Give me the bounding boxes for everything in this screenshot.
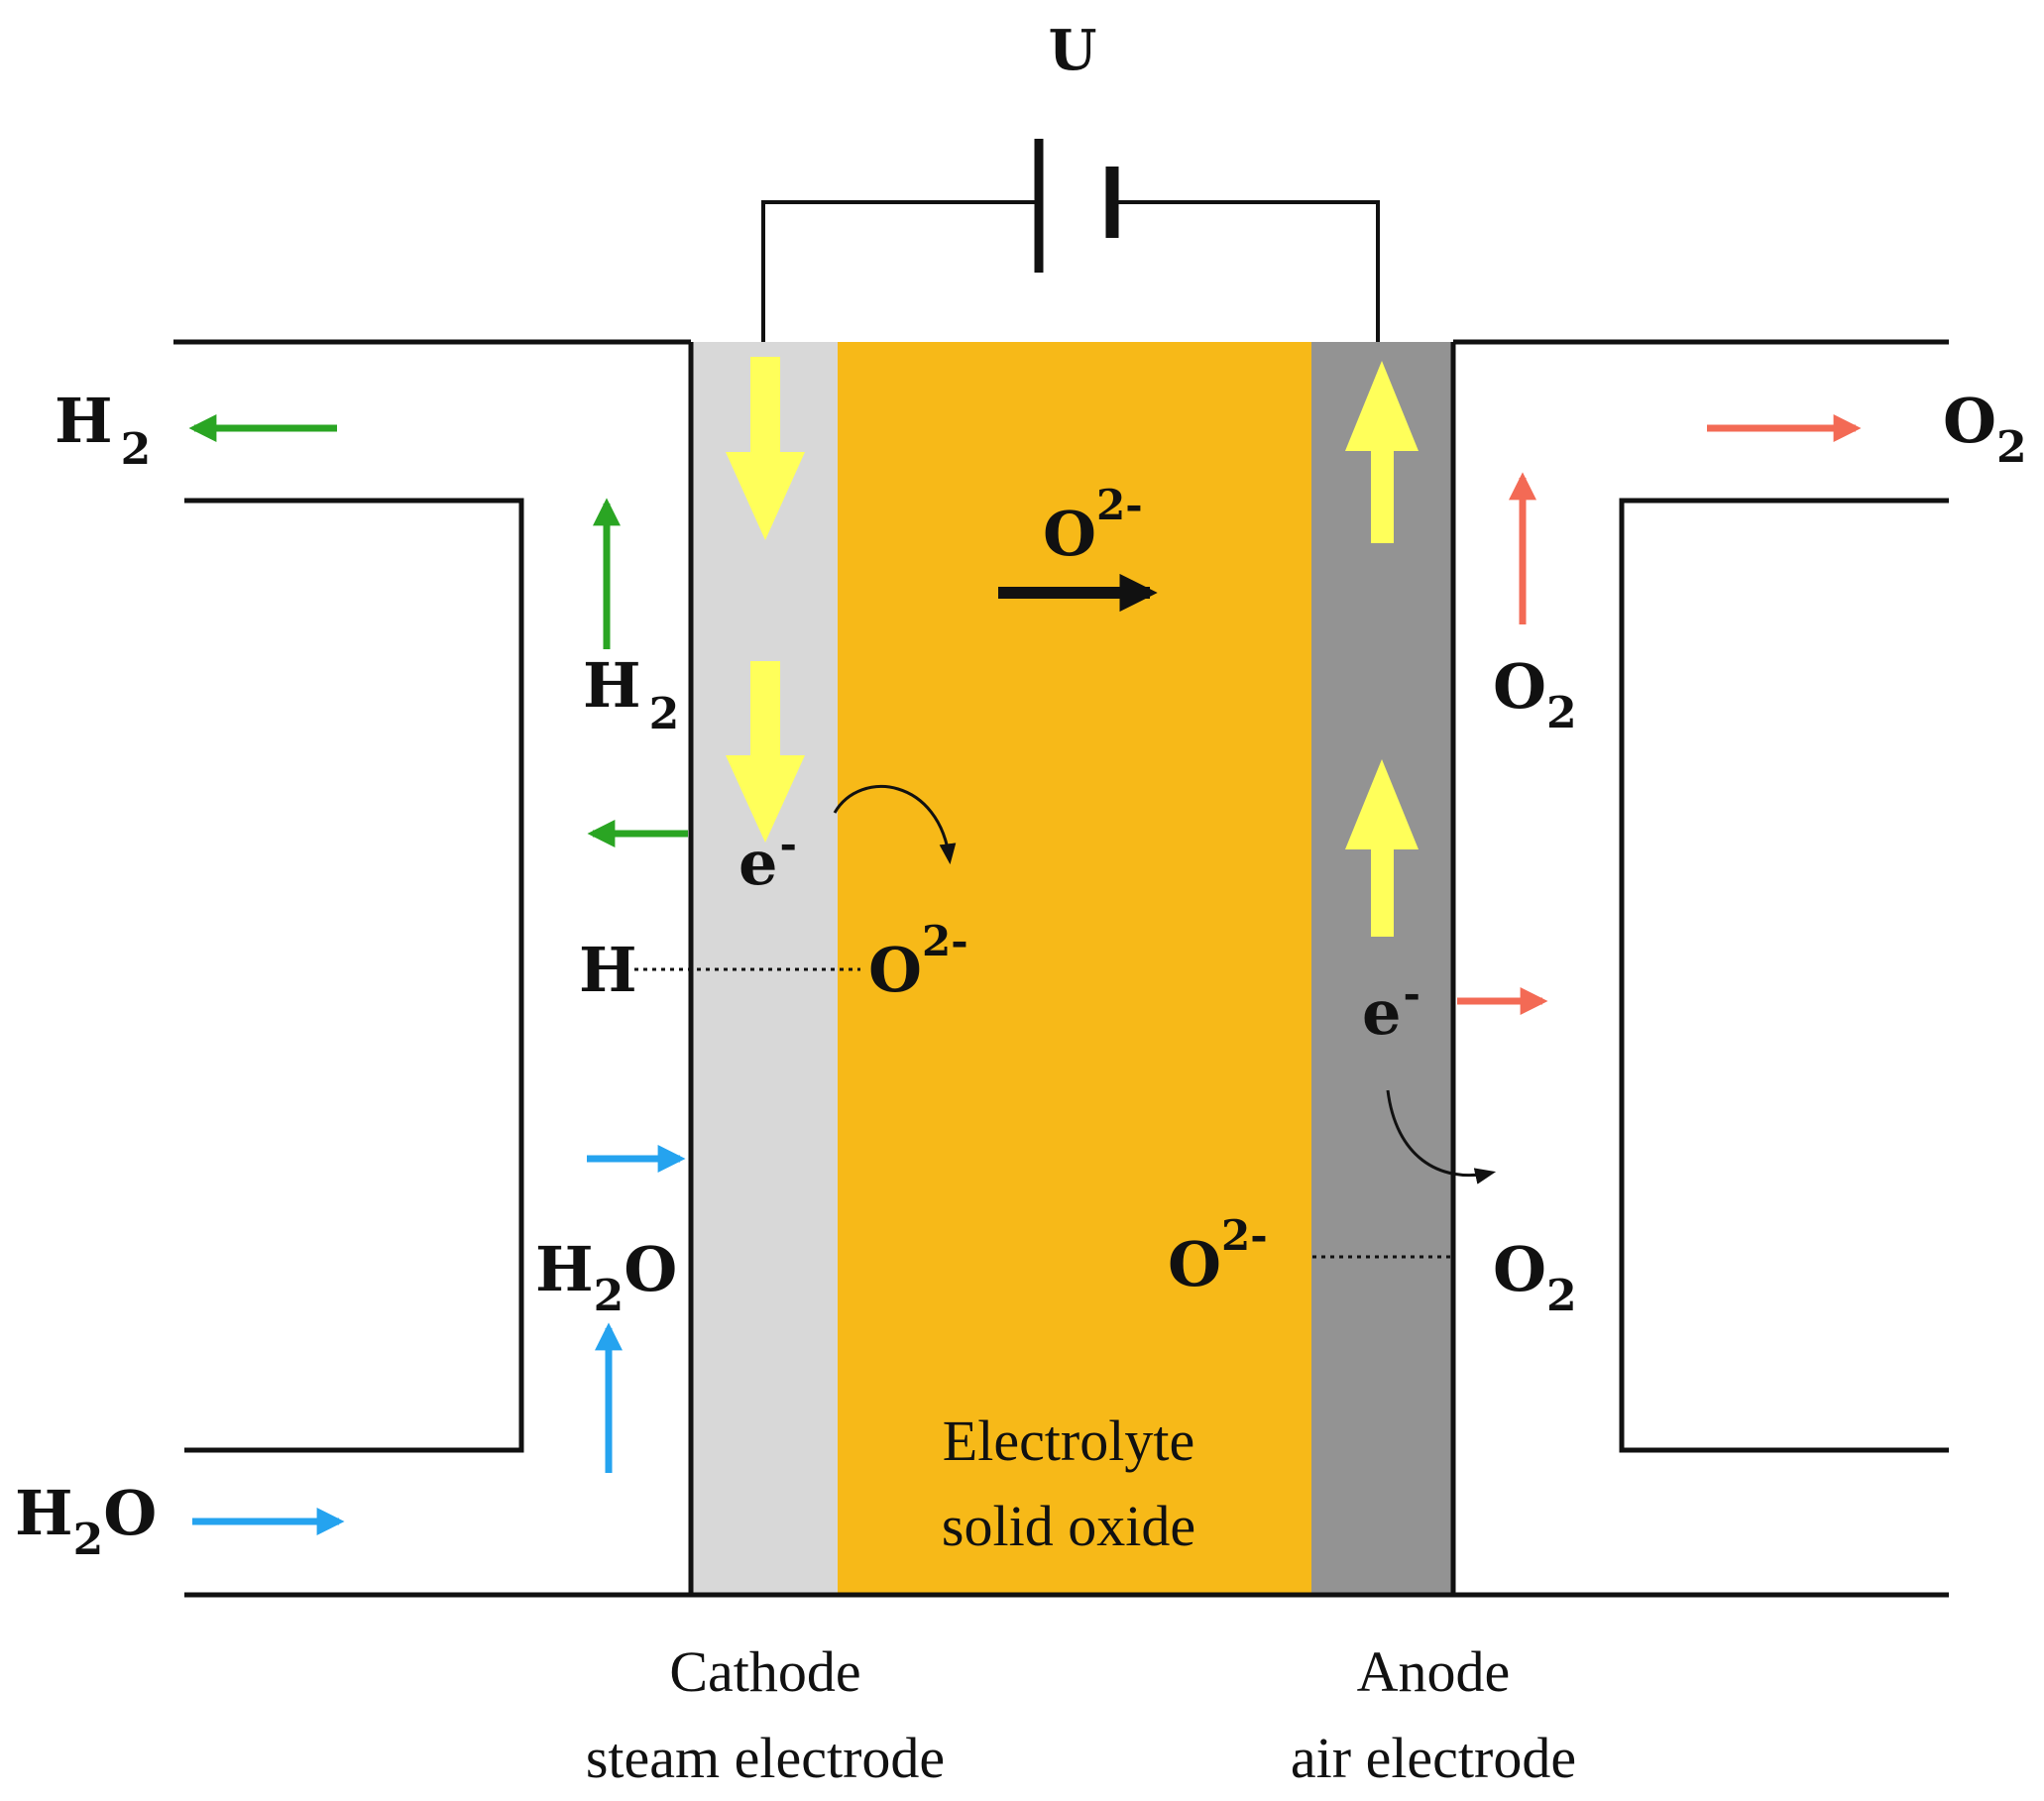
voltage-source [761,139,1380,342]
h2o-inlet-label: H2O [15,1477,157,1565]
electron-down-arrow-upper [726,357,805,540]
electron-up-arrow-upper [1345,361,1419,543]
ion-anode-label: O2- [1168,1211,1268,1300]
cathode-label-line1: Cathode [669,1639,860,1704]
ion-transport-label: O2- [1043,481,1143,570]
electrolyte-label-line2: solid oxide [942,1494,1195,1558]
o2-outlet-label: O2 [1943,385,2027,473]
voltage-label: U [1049,18,1097,83]
h-atom-label: H [579,934,637,1006]
electrolyte-label-line1: Electrolyte [943,1408,1194,1473]
electron-down-arrow-lower [726,661,805,843]
o2-low-label: O2 [1493,1233,1577,1321]
electron-cathode-label: e- [738,820,797,899]
electron-flow-arrows [726,357,1419,937]
cell-housing [173,339,1949,1598]
electron-anode-label: e- [1362,969,1420,1049]
anode-label-line2: air electrode [1291,1726,1576,1790]
ion-cathode-label: O2- [868,917,968,1006]
electron-up-arrow-lower [1345,759,1419,937]
anode-layer [1311,342,1453,1595]
cathode-reaction-curve-arrow [833,785,957,865]
h2o-side-label: H2O [535,1233,677,1321]
electrolyte-layer [838,342,1311,1595]
anode-reaction-curve-arrow [1386,1089,1497,1184]
o2-rising-label: O2 [1493,650,1577,738]
cathode-label-line2: steam electrode [586,1726,945,1790]
anode-label-line1: Anode [1357,1639,1511,1704]
